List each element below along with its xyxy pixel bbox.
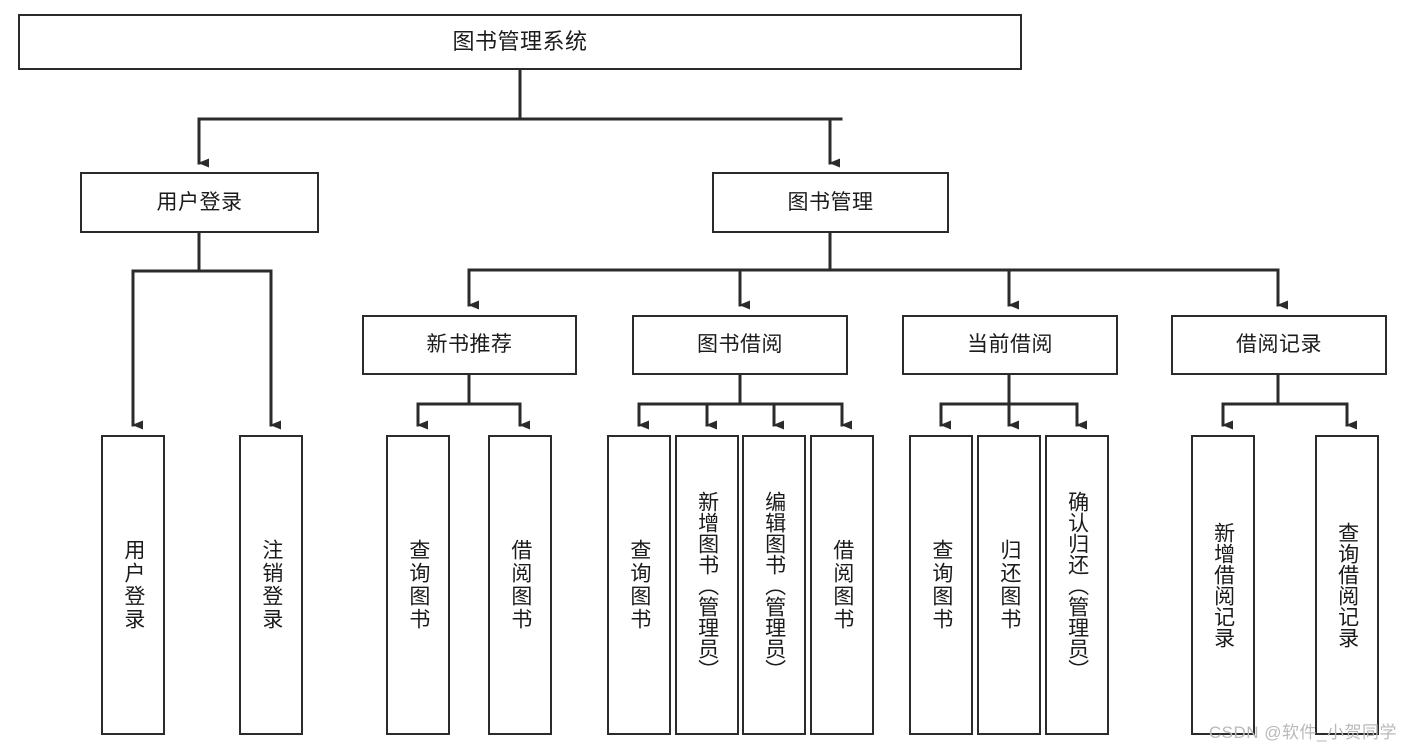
node-new-book-recommend-label: 新书推荐	[426, 333, 513, 357]
node-leaf-add-book[interactable]: 新增图书（管理员）	[675, 435, 739, 735]
node-leaf-edit-book[interactable]: 编辑图书（管理员）	[742, 435, 806, 735]
node-borrow-record-label: 借阅记录	[1236, 333, 1322, 357]
node-user-login-label: 用户登录	[156, 190, 243, 214]
node-leaf-borrow-book-1[interactable]: 借阅图书	[488, 435, 552, 735]
node-book-manage-label: 图书管理	[787, 190, 874, 214]
watermark: CSDN @软件_小贺同学	[1208, 723, 1397, 742]
node-book-borrow[interactable]: 图书借阅	[632, 315, 848, 375]
node-leaf-return-book[interactable]: 归还图书	[977, 435, 1041, 735]
node-leaf-add-book-label: 新增图书（管理员）	[695, 490, 719, 680]
node-leaf-confirm-return-label: 确认归还（管理员）	[1065, 490, 1089, 680]
node-book-manage[interactable]: 图书管理	[712, 172, 949, 233]
node-leaf-query-record[interactable]: 查询借阅记录	[1315, 435, 1379, 735]
node-root-label: 图书管理系统	[452, 28, 588, 54]
node-borrow-record[interactable]: 借阅记录	[1171, 315, 1387, 375]
node-leaf-query-book-1-label: 查询图书	[406, 539, 430, 631]
node-leaf-query-record-label: 查询借阅记录	[1335, 522, 1359, 648]
node-leaf-borrow-book-2-label: 借阅图书	[830, 539, 854, 631]
node-leaf-edit-book-label: 编辑图书（管理员）	[762, 490, 786, 680]
node-leaf-borrow-book-1-label: 借阅图书	[508, 539, 532, 631]
node-leaf-confirm-return[interactable]: 确认归还（管理员）	[1045, 435, 1109, 735]
node-leaf-return-book-label: 归还图书	[997, 539, 1021, 631]
node-leaf-logout[interactable]: 注销登录	[239, 435, 303, 735]
node-leaf-logout-label: 注销登录	[259, 539, 283, 631]
node-leaf-user-login[interactable]: 用户登录	[101, 435, 165, 735]
node-leaf-borrow-book-2[interactable]: 借阅图书	[810, 435, 874, 735]
node-user-login[interactable]: 用户登录	[80, 172, 319, 233]
node-leaf-query-book-1[interactable]: 查询图书	[386, 435, 450, 735]
node-leaf-add-record-label: 新增借阅记录	[1211, 522, 1235, 648]
node-current-borrow[interactable]: 当前借阅	[902, 315, 1118, 375]
node-book-borrow-label: 图书借阅	[697, 333, 783, 357]
node-leaf-add-record[interactable]: 新增借阅记录	[1191, 435, 1255, 735]
node-current-borrow-label: 当前借阅	[967, 333, 1053, 357]
node-leaf-user-login-label: 用户登录	[121, 539, 145, 631]
node-leaf-query-book-3-label: 查询图书	[929, 539, 953, 631]
node-leaf-query-book-2[interactable]: 查询图书	[607, 435, 671, 735]
node-leaf-query-book-2-label: 查询图书	[627, 539, 651, 631]
node-root[interactable]: 图书管理系统	[18, 14, 1022, 70]
node-new-book-recommend[interactable]: 新书推荐	[362, 315, 577, 375]
node-leaf-query-book-3[interactable]: 查询图书	[909, 435, 973, 735]
